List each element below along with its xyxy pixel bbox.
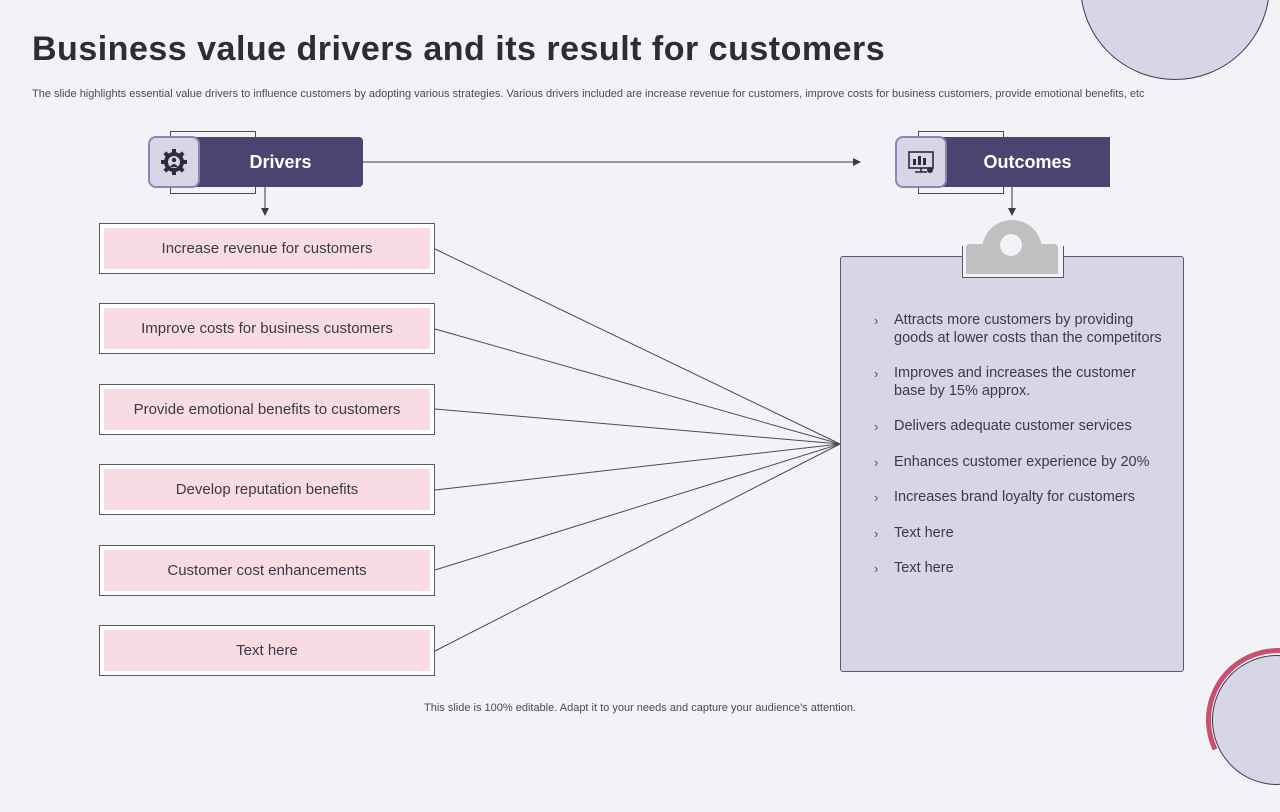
driver-box-4: Develop reputation benefits [99, 464, 435, 515]
gear-people-icon [161, 149, 187, 175]
outcome-text: Improves and increases the customer base… [894, 365, 1136, 399]
outcomes-list: › Attracts more customers by providing go… [872, 312, 1162, 596]
chevron-right-icon: › [874, 525, 879, 541]
connector-lines [261, 158, 1016, 652]
outcome-text: Increases brand loyalty for customers [894, 489, 1135, 505]
chevron-right-icon: › [874, 366, 879, 381]
outcome-text: Attracts more customers by providing goo… [894, 312, 1162, 346]
outcome-text: Enhances customer experience by 20% [894, 453, 1150, 470]
clipboard-clip-hole [1000, 234, 1022, 256]
chevron-right-icon: › [874, 561, 879, 576]
drivers-header-label: Drivers [249, 152, 312, 172]
driver-label: Improve costs for business customers [104, 308, 430, 349]
slide-title: Business value drivers and its result fo… [32, 30, 886, 68]
driver-box-3: Provide emotional benefits to customers [99, 384, 435, 435]
outcome-text: Text here [894, 524, 954, 541]
driver-label: Text here [104, 630, 430, 671]
slide-footer: This slide is 100% editable. Adapt it to… [424, 702, 856, 714]
driver-connector-3 [434, 408, 841, 445]
chevron-right-icon: › [874, 313, 879, 328]
outcome-item: › Enhances customer experience by 20% [872, 454, 1162, 472]
outcome-item: › Increases brand loyalty for customers [872, 489, 1162, 507]
driver-label: Develop reputation benefits [104, 469, 430, 510]
outcome-item: › Improves and increases the customer bas… [872, 365, 1162, 400]
outcome-item: › Text here [872, 560, 1162, 578]
driver-box-1: Increase revenue for customers [99, 223, 435, 274]
chevron-right-icon: › [874, 454, 879, 470]
drivers-icon-box [148, 136, 200, 188]
outcome-item: › Delivers adequate customer services [872, 418, 1162, 436]
driver-label: Customer cost enhancements [104, 550, 430, 591]
outcomes-clipboard [840, 256, 1184, 672]
driver-connector-4 [434, 443, 841, 491]
outcome-item: › Attracts more customers by providing go… [872, 312, 1162, 347]
driver-connector-5 [434, 443, 841, 571]
driver-label: Provide emotional benefits to customers [104, 389, 430, 430]
driver-connector-6 [434, 443, 841, 652]
driver-label: Increase revenue for customers [104, 228, 430, 269]
outcome-text: Text here [894, 560, 954, 576]
outcome-text: Delivers adequate customer services [894, 418, 1132, 434]
chevron-right-icon: › [874, 490, 879, 505]
driver-box-2: Improve costs for business customers [99, 303, 435, 354]
outcomes-header-label: Outcomes [983, 152, 1072, 172]
driver-connector-1 [434, 248, 841, 445]
driver-box-6: Text here [99, 625, 435, 676]
slide-subtitle: The slide highlights essential value dri… [32, 88, 1145, 100]
outcome-item: › Text here [872, 525, 1162, 543]
driver-box-5: Customer cost enhancements [99, 545, 435, 596]
chevron-right-icon: › [874, 419, 879, 434]
outcomes-icon-box [895, 136, 947, 188]
presentation-screen-icon [908, 151, 934, 173]
driver-connector-2 [434, 328, 841, 445]
